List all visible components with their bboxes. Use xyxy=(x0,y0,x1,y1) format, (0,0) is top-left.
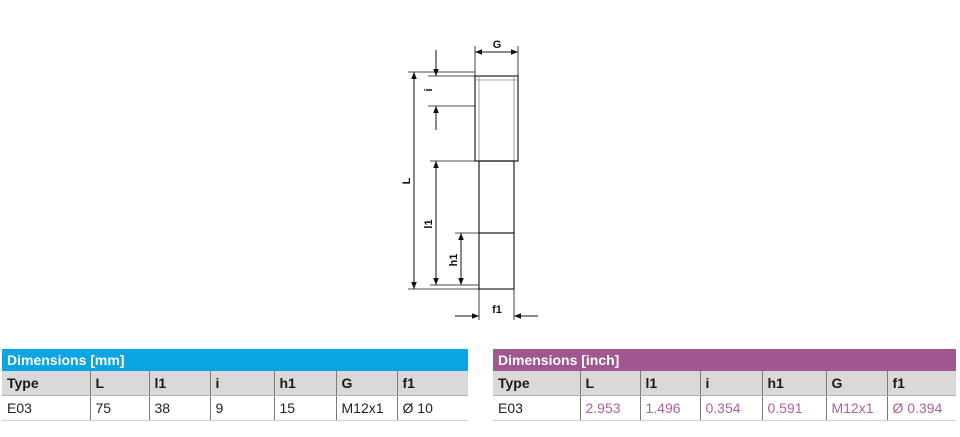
table-row: E03 75 38 9 15 M12x1 Ø 10 xyxy=(2,395,469,421)
dimensions-mm-table: Dimensions [mm] Type L l1 i h1 G f1 E03 … xyxy=(2,349,469,421)
cell-G: M12x1 xyxy=(825,395,887,421)
dim-f1-label: f1 xyxy=(492,304,502,316)
dim-h1 xyxy=(455,232,479,285)
cell-type: E03 xyxy=(493,395,580,421)
dim-l1-label: l1 xyxy=(423,219,435,228)
dim-L xyxy=(408,71,479,290)
col-header-type: Type xyxy=(2,371,90,396)
table-title: Dimensions [mm] xyxy=(2,349,469,371)
dim-i xyxy=(428,50,475,130)
dim-f1 xyxy=(455,289,538,320)
dim-h1-label: h1 xyxy=(448,254,460,267)
cell-type: E03 xyxy=(2,395,90,421)
cell-f1: Ø 0.394 xyxy=(886,395,957,421)
col-header-l1: l1 xyxy=(639,371,700,396)
col-header-i: i xyxy=(209,371,274,396)
col-header-type: Type xyxy=(493,371,580,396)
cell-L: 75 xyxy=(89,395,149,421)
table-header-row: Type L l1 i h1 G f1 xyxy=(2,371,469,396)
part-outline xyxy=(474,75,519,290)
dim-i-label: i xyxy=(423,88,435,91)
cell-L: 2.953 xyxy=(579,395,640,421)
col-header-G: G xyxy=(335,371,397,396)
table-title: Dimensions [inch] xyxy=(493,349,957,371)
col-header-f1: f1 xyxy=(396,371,469,396)
threaded-head xyxy=(474,75,519,162)
shaft xyxy=(478,160,515,290)
technical-drawing: G i L l1 h1 f1 xyxy=(401,39,538,320)
col-header-h1: h1 xyxy=(761,371,826,396)
cell-i: 9 xyxy=(209,395,274,421)
col-header-h1: h1 xyxy=(273,371,336,396)
col-header-l1: l1 xyxy=(148,371,210,396)
cell-l1: 38 xyxy=(148,395,210,421)
col-header-L: L xyxy=(579,371,640,396)
cell-l1: 1.496 xyxy=(639,395,700,421)
dim-l1 xyxy=(430,160,479,286)
cell-h1: 15 xyxy=(273,395,336,421)
col-header-L: L xyxy=(89,371,149,396)
cell-h1: 0.591 xyxy=(761,395,826,421)
cell-G: M12x1 xyxy=(335,395,397,421)
col-header-f1: f1 xyxy=(886,371,957,396)
dim-G xyxy=(474,46,519,76)
cell-i: 0.354 xyxy=(699,395,762,421)
table-row: E03 2.953 1.496 0.354 0.591 M12x1 Ø 0.39… xyxy=(493,395,957,421)
cell-f1: Ø 10 xyxy=(396,395,469,421)
col-header-G: G xyxy=(825,371,887,396)
table-header-row: Type L l1 i h1 G f1 xyxy=(493,371,957,396)
dim-L-label: L xyxy=(401,177,413,184)
dimensions-inch-table: Dimensions [inch] Type L l1 i h1 G f1 E0… xyxy=(493,349,957,421)
col-header-i: i xyxy=(699,371,762,396)
dim-G-label: G xyxy=(493,39,502,51)
